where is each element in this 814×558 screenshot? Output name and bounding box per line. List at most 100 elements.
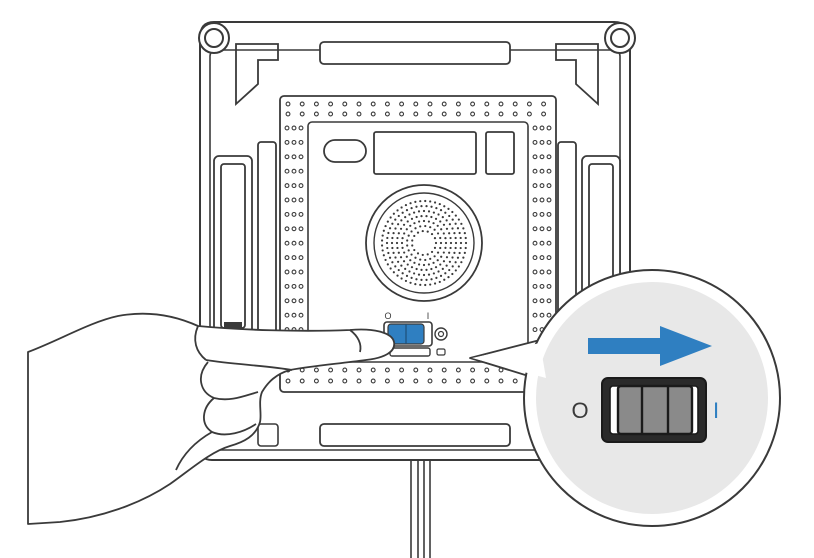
grille-dot <box>443 205 446 208</box>
grille-dot <box>444 246 447 249</box>
switch-on-label-small: I <box>427 311 430 321</box>
grille-dot <box>439 274 443 277</box>
perforation-hole <box>384 378 390 384</box>
grille-dot <box>442 232 445 235</box>
perforation-hole <box>291 154 297 160</box>
arrow-right-icon <box>588 326 712 366</box>
grille-dot <box>406 220 409 223</box>
perforation-hole <box>284 168 290 174</box>
grille-dot <box>392 271 395 274</box>
perforation-hole <box>356 378 362 384</box>
power-switch-zoomed[interactable]: O I <box>571 377 719 443</box>
perforation-hole <box>284 183 290 189</box>
perforation-hole <box>455 111 461 117</box>
grille-dot <box>445 227 449 230</box>
grille-dot <box>442 260 446 263</box>
top-slot <box>319 41 511 65</box>
grille-dot <box>448 268 451 272</box>
grille-dot <box>432 261 435 264</box>
perforation-hole <box>539 125 545 131</box>
perforation-hole <box>455 101 461 107</box>
grille-dot <box>442 251 445 254</box>
perforation-hole <box>539 269 545 275</box>
grille-dot <box>392 212 395 215</box>
perforation-hole <box>298 211 304 217</box>
grille-dot <box>454 246 457 250</box>
perforation-hole <box>532 255 538 261</box>
grille-dot <box>400 277 403 280</box>
grille-dot <box>436 232 440 235</box>
grille-dot <box>413 234 416 238</box>
grille-dot <box>454 241 458 245</box>
perforation-hole <box>298 269 304 275</box>
grille-dot <box>405 228 408 231</box>
grille-dot <box>419 225 422 228</box>
grille-dot <box>453 251 456 254</box>
grille-dot <box>429 257 432 260</box>
grille-dot <box>444 241 448 245</box>
grille-dot <box>407 249 410 252</box>
grille-dot <box>454 222 457 225</box>
grille-dot <box>401 272 404 275</box>
grille-dot <box>384 224 387 228</box>
grille-dot <box>400 241 404 245</box>
grille-dot <box>437 213 440 216</box>
perforation-hole <box>384 101 390 107</box>
grille-dot <box>391 222 394 225</box>
grille-dot <box>392 232 395 235</box>
perforation-hole <box>546 211 552 217</box>
perforation-hole <box>484 378 490 384</box>
grille-dot <box>384 258 387 262</box>
grille-dot <box>448 251 451 254</box>
perforation-hole <box>532 226 538 232</box>
grille-dot <box>459 236 462 240</box>
perforation-hole <box>342 101 348 107</box>
grille-dot <box>421 229 424 233</box>
grille-dot <box>380 239 384 242</box>
perforation-hole <box>291 240 297 246</box>
perforation-hole <box>539 154 545 160</box>
grille-dot <box>405 255 408 258</box>
grille-dot <box>444 237 447 240</box>
grille-dot <box>462 256 465 259</box>
switch-off-label: O <box>571 398 588 423</box>
perforation-hole <box>526 111 532 117</box>
perforation-hole <box>370 367 376 373</box>
switch-off-label-small: O <box>384 311 391 321</box>
grille-dot <box>394 218 397 221</box>
grille-dot <box>420 204 423 208</box>
perforation-hole <box>313 378 319 384</box>
grille-dot <box>403 251 406 254</box>
grille-dot <box>435 207 438 210</box>
grille-dot <box>397 268 400 272</box>
perforation-hole <box>370 101 376 107</box>
grille-dot <box>410 217 414 220</box>
grille-dot <box>414 256 417 259</box>
grille-dot <box>454 269 457 272</box>
grille-dot <box>386 263 389 266</box>
perforation-hole <box>498 111 504 117</box>
grille-dot <box>457 218 460 221</box>
perforation-hole <box>470 378 476 384</box>
perforation-hole <box>284 139 290 145</box>
perforation-hole <box>285 378 291 384</box>
perforation-hole <box>539 139 545 145</box>
perforation-hole <box>539 197 545 203</box>
grille-dot <box>429 200 432 203</box>
perforation-hole <box>291 211 297 217</box>
grille-dot <box>433 228 436 231</box>
perforation-hole <box>384 111 390 117</box>
grille-dot <box>449 236 452 240</box>
grille-dot <box>448 232 451 235</box>
grille-dot <box>397 260 400 263</box>
bottom-slot <box>319 423 511 447</box>
perforation-hole <box>532 139 538 145</box>
grille-dot <box>445 264 448 267</box>
perforation-hole <box>284 211 290 217</box>
power-switch-small[interactable]: O I <box>383 311 448 357</box>
grille-dot <box>456 256 460 259</box>
grille-dot <box>425 215 428 218</box>
grille-dot <box>424 258 427 262</box>
perforation-hole <box>532 168 538 174</box>
grille-dot <box>464 241 468 245</box>
